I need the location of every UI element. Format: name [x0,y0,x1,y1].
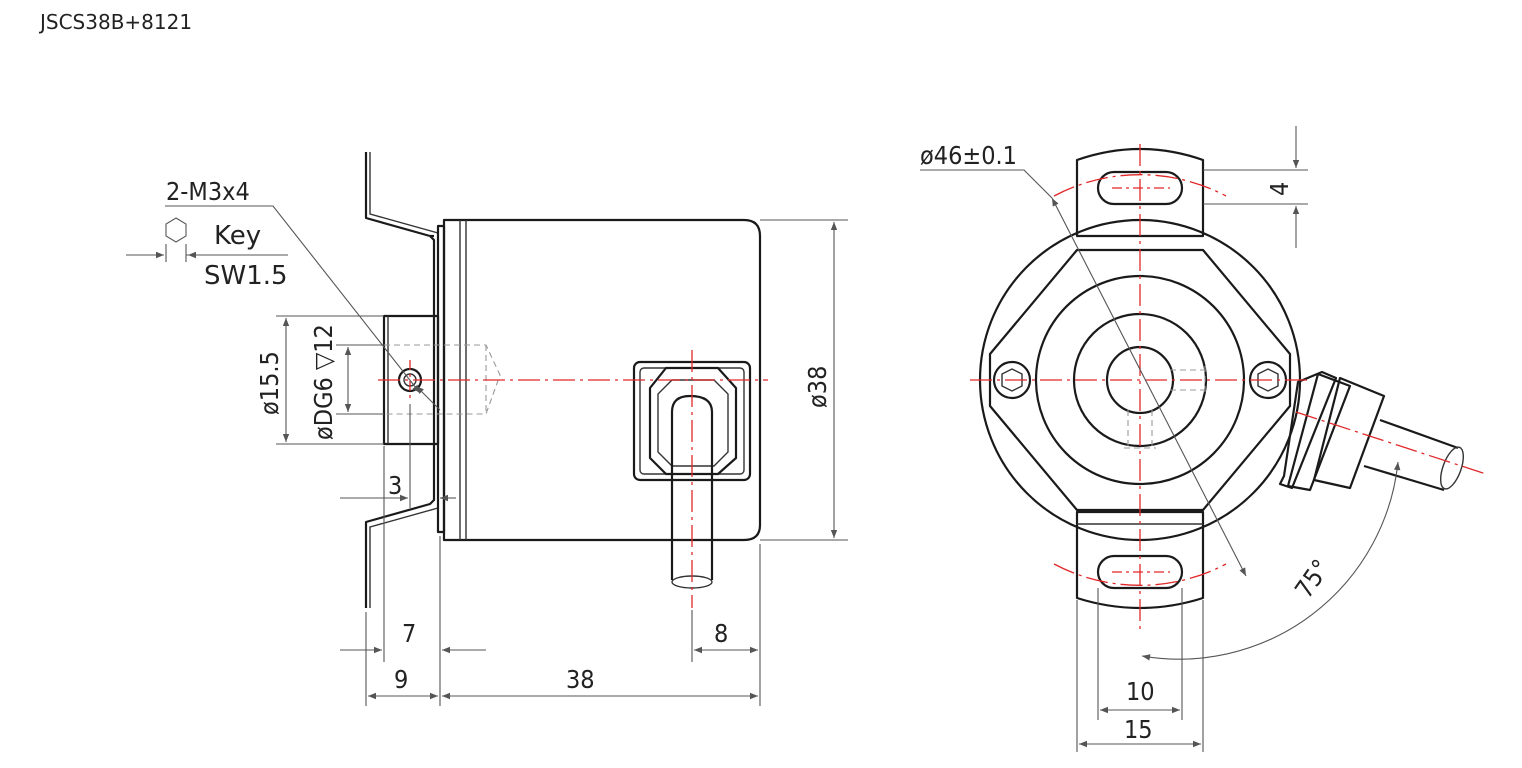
dim-bore: øDG6 ▽12 [309,324,338,440]
drawing-title: JSCS38B+8121 [40,10,193,34]
front-view: ø46±0.1 4 75° 10 15 [920,126,1487,752]
dim-pcd: ø46±0.1 [920,141,1017,170]
dim-shaft-diameter: ø15.5 [255,351,284,415]
hidden-bore [384,344,501,415]
dim-9: 9 [394,665,408,694]
dim-8: 8 [714,619,728,648]
dim-3: 3 [388,471,402,500]
front-cable [1363,418,1459,492]
dim-7: 7 [402,619,416,648]
dim-15: 15 [1124,715,1153,744]
dim-38: 38 [566,665,595,694]
dim-10: 10 [1126,677,1155,706]
screw-spec-label: 2-M3x4 [166,177,250,206]
key-label: Key [214,221,261,251]
dim-4: 4 [1265,182,1294,196]
top-mounting-ear [1075,147,1205,238]
encoder-housing [442,218,762,542]
cable [670,394,714,580]
dim-angle: 75° [1289,554,1336,603]
left-screw [992,360,1032,400]
side-view: 2-M3x4 Key SW1.5 ø15.5 øDG6 ▽12 ø38 3 7 … [126,152,848,706]
dim-body-diameter: ø38 [803,366,832,408]
mounting-bracket [364,152,436,608]
hex-key-icon [165,217,187,243]
cable-gland-nut [648,366,738,476]
sw-label: SW1.5 [204,261,288,291]
